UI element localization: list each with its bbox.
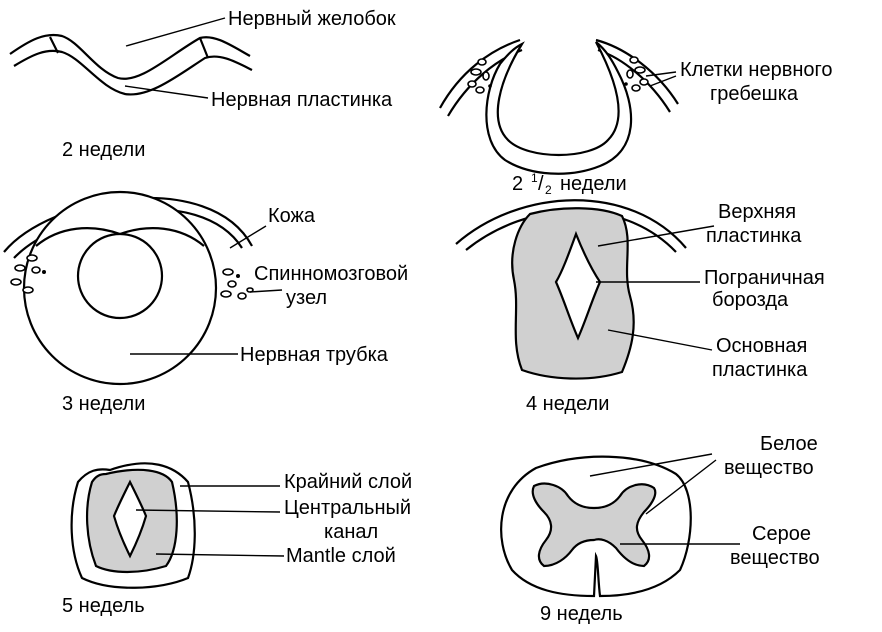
- panel-4-weeks: Верхняя пластинка Пограничная борозда Ос…: [456, 200, 825, 415]
- label-alar-plate-line2: пластинка: [706, 225, 802, 247]
- label-white-matter-line1: Белое: [760, 433, 818, 455]
- caption-3-weeks: 3 недели: [62, 393, 145, 415]
- panel-2-5-weeks: Клетки нервного гребешка 2 1 / 2 недели: [440, 40, 832, 197]
- label-crest-cells-line1: Клетки нервного: [680, 59, 832, 81]
- label-grey-matter-line2: вещество: [730, 547, 820, 569]
- label-neural-groove: Нервный желобок: [228, 8, 396, 30]
- label-skin: Кожа: [268, 205, 316, 227]
- label-sulcus-line1: Пограничная: [704, 267, 825, 289]
- caption-5-weeks: 5 недель: [62, 595, 145, 617]
- label-spinal-ganglion-line1: Спинномозговой: [254, 263, 408, 285]
- caption-2-weeks: 2 недели: [62, 139, 145, 161]
- label-mantle-layer: Mantle слой: [286, 545, 396, 567]
- svg-text:1: 1: [531, 171, 538, 185]
- svg-text:2: 2: [545, 183, 552, 197]
- label-spinal-ganglion-line2: узел: [286, 287, 327, 309]
- label-grey-matter-line1: Серое: [752, 523, 811, 545]
- label-central-canal-line2: канал: [324, 521, 378, 543]
- label-marginal-layer: Крайний слой: [284, 471, 412, 493]
- panel-5-weeks: Крайний слой Центральный канал Mantle сл…: [62, 463, 412, 617]
- panel-9-weeks: Белое вещество Серое вещество 9 недель: [501, 433, 819, 625]
- label-central-canal-line1: Центральный: [284, 497, 411, 519]
- neural-fold-drawing: [440, 40, 678, 174]
- label-neural-plate: Нервная пластинка: [211, 89, 393, 111]
- label-alar-plate-line1: Верхняя: [718, 201, 796, 223]
- label-basal-plate-line1: Основная: [716, 335, 807, 357]
- caption-2-5-weeks: 2 1 / 2 недели: [512, 171, 627, 197]
- label-basal-plate-line2: пластинка: [712, 359, 808, 381]
- panel-3-weeks: Кожа Спинномозговой узел Нервная трубка …: [4, 192, 408, 415]
- neural-tube-outer: [24, 192, 216, 384]
- ganglion-cells-right: [221, 269, 253, 299]
- label-sulcus-line2: борозда: [712, 289, 789, 311]
- panel-2-weeks: Нервный желобок Нервная пластинка 2 неде…: [10, 8, 396, 161]
- label-crest-cells-line2: гребешка: [710, 83, 799, 105]
- caption-4-weeks: 4 недели: [526, 393, 609, 415]
- label-white-matter-line2: вещество: [724, 457, 814, 479]
- svg-text:/: /: [538, 173, 544, 195]
- svg-text:недели: недели: [560, 173, 627, 195]
- svg-text:2: 2: [512, 173, 523, 195]
- crest-cells-right: [624, 57, 648, 91]
- label-neural-tube: Нервная трубка: [240, 344, 389, 366]
- caption-9-weeks: 9 недель: [540, 603, 623, 625]
